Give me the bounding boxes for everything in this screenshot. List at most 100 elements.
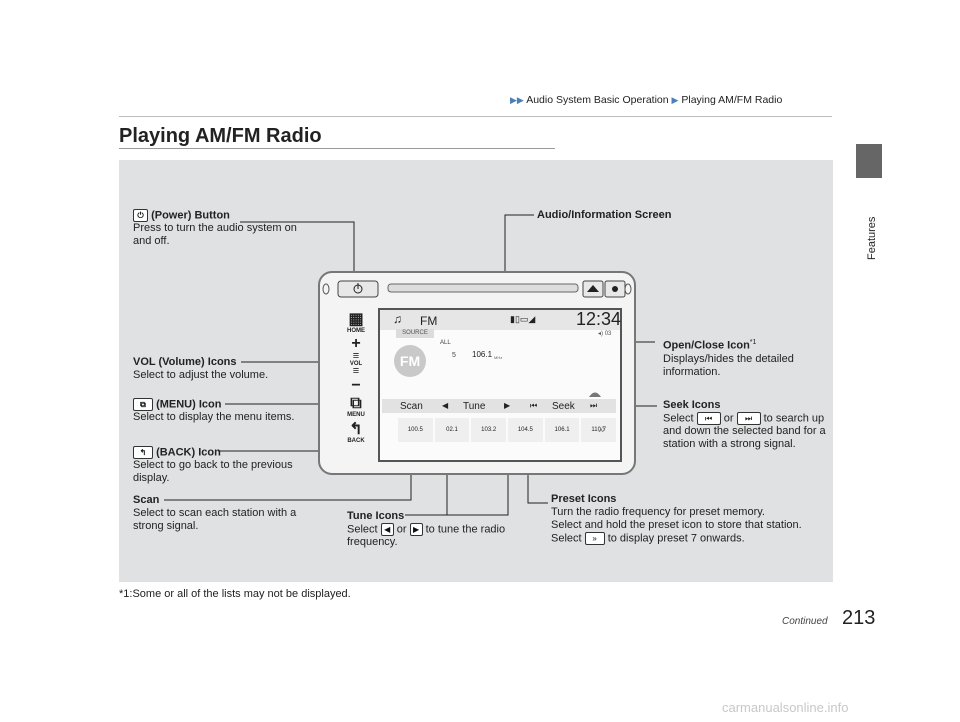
tune-left-icon: ◀ — [380, 523, 394, 536]
preset-row: 100.5 02.1 103.2 104.5 106.1 110.7 — [398, 418, 617, 442]
callout-title: Scan — [133, 494, 160, 506]
seek-forward-icon: ⏭ — [736, 412, 761, 425]
back-arrow-icon: ↰ — [349, 421, 363, 438]
callout-scan: Scan Select to scan each station with a … — [133, 494, 308, 533]
breadcrumb-arrow-icon: ▶▶ — [510, 95, 524, 105]
callout-open-close: Open/Close Icon*1 Displays/hides the det… — [663, 336, 823, 379]
brightness-icon — [612, 286, 618, 292]
volume-readout: ◂) 03 — [598, 331, 612, 337]
callout-title: Audio/Information Screen — [537, 209, 672, 221]
callout-power: ⏻ (Power) Button Press to turn the audio… — [133, 209, 313, 248]
next-presets-icon[interactable]: » — [598, 420, 606, 436]
screen-header — [380, 310, 620, 330]
home-label: HOME — [347, 328, 365, 334]
callout-text: Press to turn the audio system on and of… — [133, 222, 297, 248]
home-button[interactable]: ▦ HOME — [340, 311, 372, 335]
callout-title: Seek Icons — [663, 399, 721, 411]
continued-label: Continued — [782, 616, 828, 627]
eject-icon — [587, 285, 599, 292]
breadcrumb-item[interactable]: Playing AM/FM Radio — [681, 94, 783, 106]
double-chevron-icon: » — [584, 532, 605, 545]
preset-number: 5 — [452, 352, 456, 359]
callout-text: Select to go back to the previous displa… — [133, 459, 293, 485]
back-arrow-icon: ↰ — [133, 446, 153, 459]
back-button[interactable]: ↰ BACK — [340, 421, 372, 445]
callout-text: Select to display the menu items. — [133, 411, 295, 424]
screw-icon — [624, 283, 632, 295]
frequency-unit: MHz — [494, 355, 503, 360]
callout-vol: VOL (Volume) Icons Select to adjust the … — [133, 356, 283, 382]
preset-button[interactable]: 02.1 — [434, 418, 470, 442]
callout-title: Open/Close Icon — [663, 339, 750, 352]
tune-label: Tune — [463, 401, 486, 412]
callout-text: Turn the radio frequency for preset memo… — [551, 506, 765, 518]
tune-right-icon: ▶ — [409, 523, 423, 536]
callout-title: VOL (Volume) Icons — [133, 356, 237, 368]
seek-down-button[interactable]: ⏮ — [530, 401, 538, 410]
callout-text: Select to adjust the volume. — [133, 369, 269, 381]
source-button[interactable]: SOURCE — [396, 329, 434, 338]
frequency: 106.1 — [472, 350, 493, 359]
title-rule — [119, 148, 555, 149]
callout-back: ↰ (BACK) Icon Select to go back to the p… — [133, 446, 313, 485]
head-unit-drawing — [322, 280, 632, 298]
back-label: BACK — [347, 438, 365, 444]
callout-preset: Preset Icons Turn the radio frequency fo… — [551, 493, 821, 545]
callout-menu: ⧉ (MENU) Icon Select to display the menu… — [133, 398, 313, 424]
seek-up-button[interactable]: ⏭ — [590, 401, 598, 410]
menu-icon: ⧉ — [133, 398, 153, 411]
breadcrumb-item[interactable]: Audio System Basic Operation — [526, 94, 669, 106]
volume-bars-icon: ≡ — [352, 350, 360, 362]
callout-title: (BACK) Icon — [156, 446, 221, 459]
menu-icon: ⧉ — [350, 395, 362, 412]
callout-title: Preset Icons — [551, 493, 617, 505]
page-number: 213 — [842, 607, 876, 629]
status-icons: ▮▯▭◢ — [510, 314, 536, 324]
callout-text: Select and hold the preset icon to store… — [551, 519, 802, 531]
plus-icon: + — [351, 335, 361, 352]
tune-down-button[interactable]: ◀ — [442, 401, 449, 410]
preset-button[interactable]: 104.5 — [508, 418, 543, 442]
clock: 12:34 — [576, 309, 622, 329]
tune-up-button[interactable]: ▶ — [504, 401, 511, 410]
breadcrumb: ▶▶ Audio System Basic Operation ▶ Playin… — [510, 94, 782, 106]
watermark: carmanualsonline.info — [722, 700, 849, 715]
grid-icon: ▦ — [348, 311, 364, 328]
seek-back-icon: ⏮ — [696, 412, 721, 425]
footnote: *1:Some or all of the lists may not be d… — [119, 588, 351, 600]
menu-label: MENU — [347, 412, 365, 418]
volume-bars-icon: ≡ — [352, 365, 360, 377]
fm-logo-icon: FM — [394, 345, 426, 377]
scan-button[interactable]: Scan — [400, 401, 423, 412]
callout-tune: Tune Icons Select ◀ or ▶ to tune the rad… — [347, 510, 527, 549]
open-close-icon[interactable] — [588, 388, 602, 398]
seek-label: Seek — [552, 401, 575, 412]
vol-label: VOL — [349, 361, 363, 367]
volume-value: 03 — [604, 331, 612, 337]
callout-audio-screen: Audio/Information Screen — [537, 209, 671, 222]
preset-button[interactable]: 100.5 — [398, 418, 433, 442]
callout-seek: Seek Icons Select ⏮ or ⏭ to search up an… — [663, 399, 828, 451]
menu-button[interactable]: ⧉ MENU — [340, 395, 372, 419]
screw-icon — [322, 283, 330, 295]
volume-indicator: ≡ VOL ≡ — [340, 350, 372, 377]
callout-text: Displays/hides the detailed information. — [663, 352, 794, 378]
left-touch-icons: ▦ HOME + ≡ VOL ≡ − ⧉ MENU ↰ BACK — [340, 308, 372, 458]
music-note-icon: ♫ — [393, 312, 402, 326]
preset-button[interactable]: 106.1 — [544, 418, 580, 442]
side-tab-marker — [856, 144, 882, 178]
callout-title: Tune Icons — [347, 510, 405, 522]
control-bar — [382, 399, 616, 413]
breadcrumb-arrow-icon: ▶ — [671, 95, 679, 105]
disc-slot — [387, 283, 579, 293]
page-title: Playing AM/FM Radio — [119, 125, 322, 147]
preset-button[interactable]: 103.2 — [471, 418, 507, 442]
callout-title: (Power) Button — [151, 209, 230, 222]
volume-up-button[interactable]: + — [340, 336, 372, 352]
power-icon: ⏻ — [133, 209, 148, 222]
callout-title: (MENU) Icon — [156, 398, 222, 411]
callout-text: Select to scan each station with a stron… — [133, 507, 297, 532]
minus-icon: − — [351, 377, 361, 394]
preset-button[interactable]: 110.7 — [581, 418, 617, 442]
volume-down-button[interactable]: − — [340, 378, 372, 394]
